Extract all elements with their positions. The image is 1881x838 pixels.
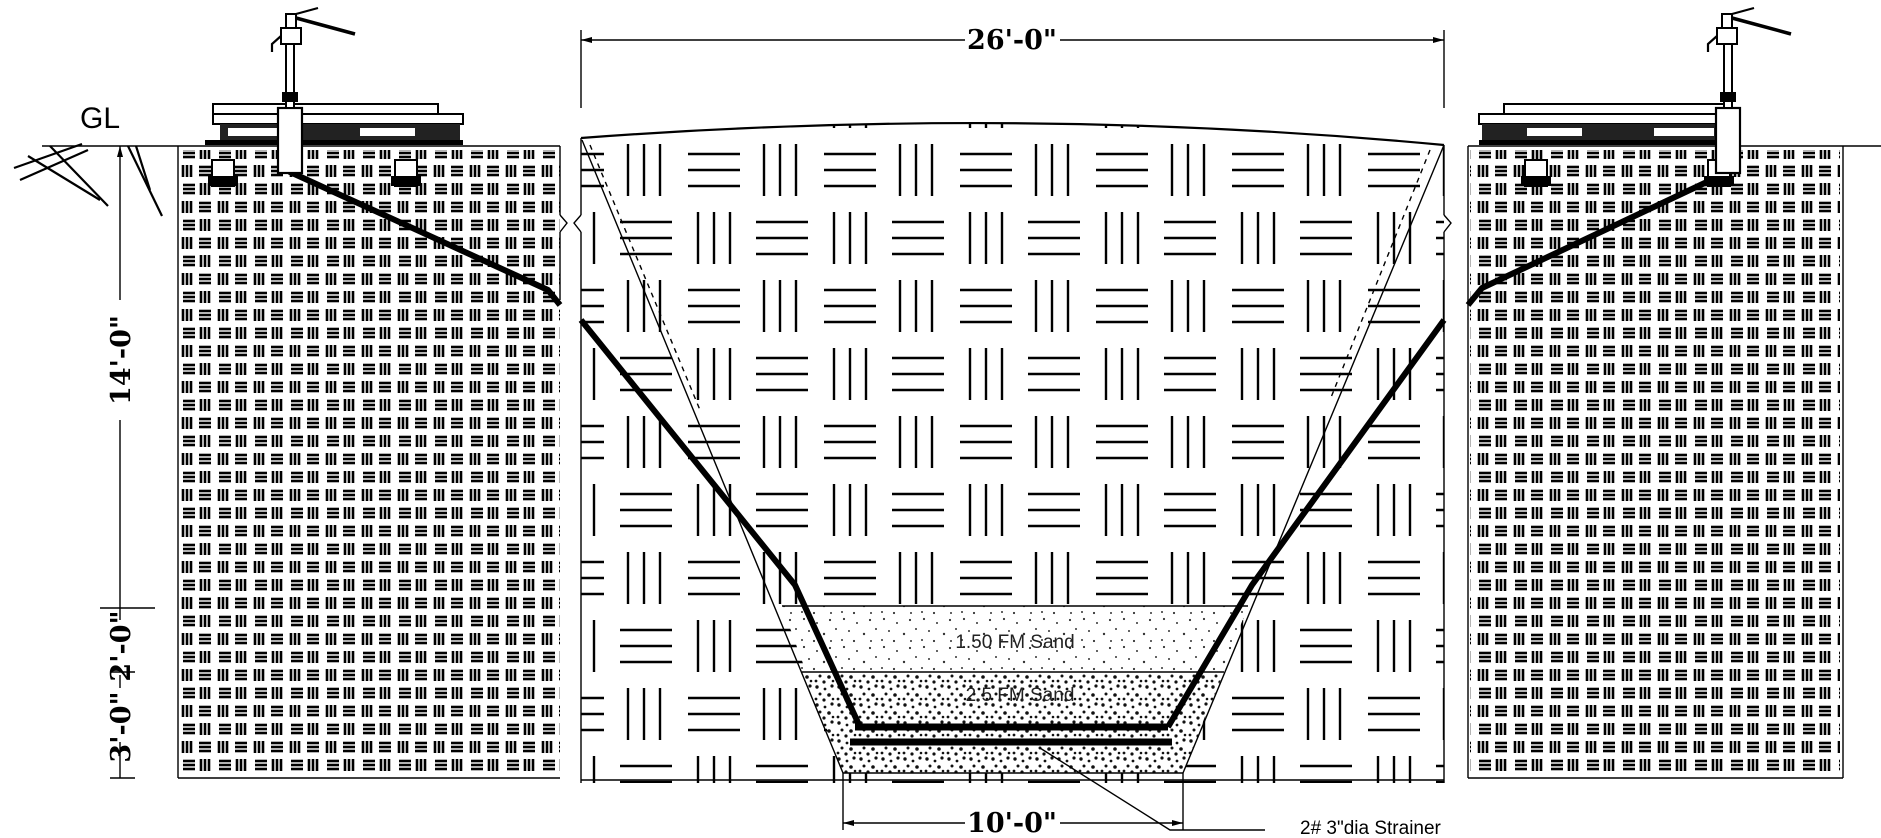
depth-gravel-label: 3'-0" xyxy=(106,691,137,762)
pit-outline xyxy=(573,121,1452,783)
top-width-dimension: 26'-0" xyxy=(580,25,1445,108)
right-soil-block xyxy=(1467,146,1844,779)
layer-label-upper: 1.50 FM Sand xyxy=(955,632,1074,653)
top-width-label: 26'-0" xyxy=(967,25,1057,56)
ground-line: GL xyxy=(42,102,1881,147)
filter-bed: 1.50 FM Sand 2.5 FM Sand xyxy=(782,605,1248,774)
bottom-width-label: 10'-0" xyxy=(967,808,1057,838)
hand-pump-icon xyxy=(1478,6,1792,187)
side-slopes xyxy=(581,139,1445,774)
strainer-callout: 2# 3"dia Strainer xyxy=(1039,747,1442,838)
depth-main-label: 14'-0" xyxy=(106,315,137,405)
vertical-dimensions: 14'-0" 2'-0" 3'-0" xyxy=(100,146,155,779)
layer-label-lower: 2.5 FM Sand xyxy=(966,685,1075,706)
depth-sand-label: 2'-0" xyxy=(106,610,137,681)
strainer-note: 2# 3"dia Strainer xyxy=(1300,818,1442,838)
ground-hatch-icon xyxy=(13,142,163,217)
left-soil-block xyxy=(177,146,568,779)
ground-level-label: GL xyxy=(80,102,120,135)
bottom-width-dimension: 10'-0" xyxy=(842,773,1184,838)
hand-pump-icon xyxy=(205,6,464,187)
